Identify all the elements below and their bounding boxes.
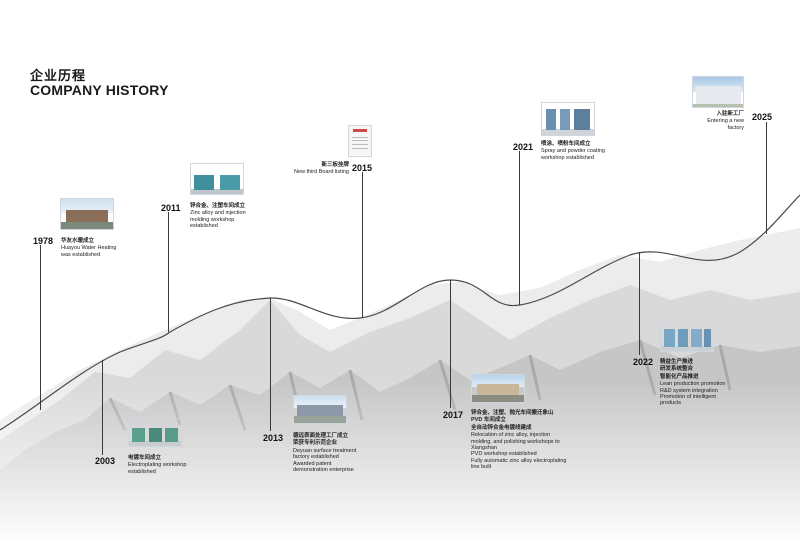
milestone-2003-en: Electroplating workshop established (128, 462, 187, 475)
milestone-2015-connector (362, 172, 363, 318)
milestone-2015-en: New third Board listing (293, 169, 349, 176)
electroplating-line-photo (128, 418, 182, 447)
milestone-2003-year: 2003 (95, 456, 116, 466)
milestone-2013-cn: 德远表面处理工厂成立 (293, 433, 349, 439)
milestone-2022-cn3: 智能化产品推进 (660, 373, 699, 380)
milestone-2025-en: Entering a new factory (707, 118, 744, 131)
milestone-2025-cn: 入驻新工厂 (716, 111, 744, 117)
milestone-2003-text: 电镀车间成立 Electroplating workshop establish… (128, 455, 228, 475)
milestone-2022-cn: 精益生产推进 (660, 359, 694, 365)
milestone-2017-en: Relocation of zinc alloy, injection mold… (471, 432, 567, 471)
milestone-2003-cn: 电镀车间成立 (128, 455, 162, 461)
milestone-2011-cn: 锌合金、注塑车间成立 (190, 203, 246, 209)
milestone-1978-connector (40, 245, 41, 410)
milestone-2022-connector (639, 252, 640, 355)
milestone-2021-text: 喷涂、喷粉车间成立 Spray and powder coating works… (541, 141, 641, 161)
milestone-2021-connector (519, 151, 520, 305)
page-title-en: COMPANY HISTORY (30, 82, 169, 98)
certificate-photo (348, 125, 372, 157)
milestone-2017-text: 锌合金、注塑、抛光车间搬迁象山 PVD 车间成立 全自动锌合金电镀线建成 Rel… (471, 410, 591, 471)
workshop-machines-photo (190, 163, 244, 195)
milestone-1978-year: 1978 (33, 236, 54, 246)
milestone-2011-year: 2011 (161, 203, 181, 213)
milestone-2017-year: 2017 (443, 410, 464, 420)
milestone-2022-year: 2022 (633, 357, 654, 367)
page-title-cn: 企业历程 (30, 68, 87, 83)
milestone-2017-cn3: 全自动锌合金电镀线建成 (471, 424, 532, 431)
milestone-2013-text: 德远表面处理工厂成立 荣获专利示范企业 Deyuan surface treat… (293, 433, 393, 473)
milestone-2011-connector (168, 212, 169, 332)
milestone-2021-year: 2021 (513, 142, 534, 152)
spray-workshop-photo (541, 102, 595, 136)
milestone-2025-year: 2025 (752, 112, 773, 122)
milestone-2013-en: Deyuan surface treatment factory establi… (293, 447, 357, 474)
milestone-2013-connector (270, 298, 271, 431)
milestone-2015-text: 新三板挂牌 New third Board listing (285, 162, 349, 176)
milestone-2025-text: 入驻新工厂 Entering a new factory (680, 111, 744, 131)
milestone-2003-connector (102, 360, 103, 455)
milestone-2011-text: 锌合金、注塑车间成立 Zinc alloy and injection mold… (190, 203, 280, 230)
milestone-2022-en: Lean production promotion R&D system int… (660, 381, 726, 407)
milestone-2021-en: Spray and powder coating workshop establ… (541, 148, 605, 161)
xiangshan-plant-photo (471, 374, 525, 403)
timeline-curve (0, 194, 800, 431)
milestone-2011-en: Zinc alloy and injection molding worksho… (190, 210, 246, 230)
milestone-2013-year: 2013 (263, 433, 284, 443)
milestone-1978-text: 华友水暖成立 Huayou Water Heating was establis… (61, 238, 151, 258)
milestone-2015-cn: 新三板挂牌 (321, 162, 349, 168)
milestone-2015-year: 2015 (352, 163, 373, 173)
factory-gate-photo (60, 198, 114, 230)
milestone-2017-cn: 锌合金、注塑、抛光车间搬迁象山 (471, 410, 554, 416)
milestone-2017-connector (450, 280, 451, 408)
milestone-1978-en: Huayou Water Heating was established (61, 245, 117, 258)
milestone-2021-cn: 喷涂、喷粉车间成立 (541, 141, 591, 147)
milestone-1978-cn: 华友水暖成立 (61, 238, 95, 244)
milestone-2022-text: 精益生产推进 研发系统整合 智能化产品推进 Lean production pr… (660, 358, 760, 407)
new-factory-photo (692, 76, 744, 108)
production-floor-photo (660, 320, 714, 352)
milestone-2025-connector (766, 122, 767, 234)
milestone-2017-cn2: PVD 车间成立 (471, 417, 506, 424)
deyuan-factory-photo (293, 395, 347, 424)
milestone-2022-cn2: 研发系统整合 (660, 366, 694, 373)
milestone-2013-cn2: 荣获专利示范企业 (293, 440, 338, 447)
